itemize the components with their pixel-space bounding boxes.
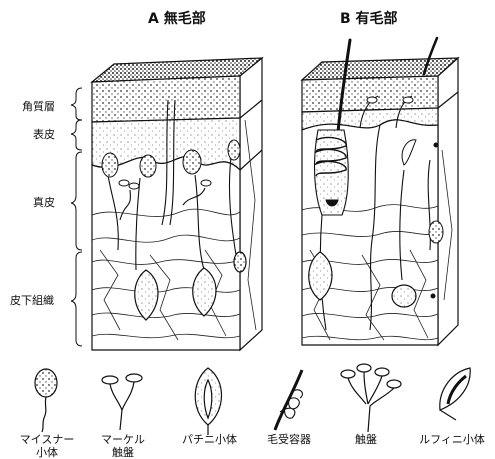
merkel-disc <box>129 183 139 189</box>
ruffini-corpuscle <box>234 252 246 272</box>
merkel-disc <box>201 180 211 186</box>
layer-braces <box>71 88 82 346</box>
merkel-disc <box>119 180 129 186</box>
caption-merkel: マーケル 触盤 <box>88 433 158 459</box>
caption-pacinian: パチニ小体 <box>172 433 247 446</box>
merkel-disc <box>367 97 377 103</box>
meissner-corpuscle-icon <box>35 369 57 432</box>
brace-stratum-corneum <box>71 88 82 120</box>
hair-receptor-icon <box>275 370 302 430</box>
brace-epidermis <box>71 120 82 150</box>
merkel-disc <box>403 97 413 103</box>
pacinian-corpuscle <box>392 285 416 307</box>
caption-hair-receptor: 毛受容器 <box>254 433 324 446</box>
pacinian-corpuscle <box>429 221 443 243</box>
meissner-corpuscle <box>183 150 201 174</box>
merkel-disc <box>431 294 435 298</box>
merkel-disc <box>434 143 438 147</box>
caption-meissner: マイスナー 小体 <box>12 433 82 459</box>
pacinian-corpuscle-icon <box>195 368 221 435</box>
ruffini-corpuscle-icon <box>440 368 470 420</box>
legend-icons <box>35 364 470 435</box>
meissner-corpuscle <box>140 155 156 177</box>
brace-subcutaneous <box>71 252 82 346</box>
merkel-disc-icon <box>102 374 142 430</box>
caption-ruffini: ルフィニ小体 <box>412 433 492 446</box>
brace-dermis <box>71 152 82 250</box>
tactile-disc-icon <box>341 364 401 432</box>
meissner-corpuscle <box>228 140 240 160</box>
caption-tactile-disc: 触盤 <box>336 433 396 446</box>
panel-b-hair-follicle <box>315 130 349 215</box>
meissner-corpuscle <box>102 153 118 177</box>
panel-a-block <box>92 58 262 350</box>
